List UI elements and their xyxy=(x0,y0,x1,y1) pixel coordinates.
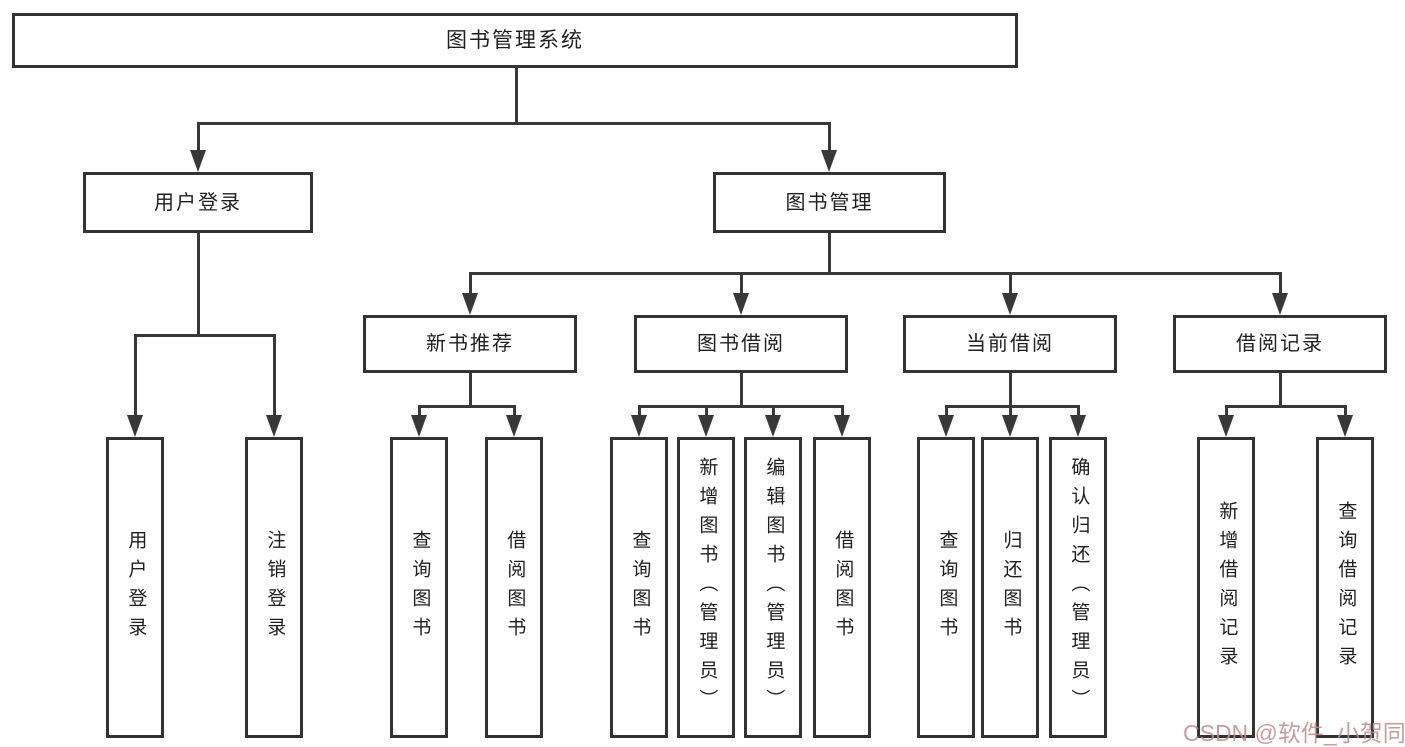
leaf-query-borrow-record: 查询借阅记录 xyxy=(1316,437,1374,738)
arrow-down xyxy=(1070,415,1086,437)
connector xyxy=(638,405,844,408)
arrow-down xyxy=(506,415,522,437)
node-book-management: 图书管理 xyxy=(713,172,946,233)
arrow-down xyxy=(1337,415,1353,437)
connector xyxy=(828,122,831,152)
connector xyxy=(1009,405,1012,419)
node-borrow-records: 借阅记录 xyxy=(1173,315,1387,373)
connector xyxy=(197,122,831,125)
arrow-down xyxy=(698,415,714,437)
connector xyxy=(1077,405,1080,419)
leaf-add-borrow-record: 新增借阅记录 xyxy=(1197,437,1255,738)
connector xyxy=(1009,272,1012,296)
connector xyxy=(828,233,831,274)
leaf-query-books-recommend: 查询图书 xyxy=(390,437,448,738)
connector xyxy=(740,372,743,407)
arrow-down xyxy=(1218,415,1234,437)
connector xyxy=(418,405,421,419)
arrow-down xyxy=(266,415,282,437)
connector xyxy=(841,405,844,419)
leaf-add-books-admin: 新增图书（管理员） xyxy=(677,437,735,738)
connector xyxy=(197,233,200,336)
arrow-down xyxy=(733,293,749,315)
connector xyxy=(705,405,708,419)
connector xyxy=(515,68,518,124)
arrow-down xyxy=(411,415,427,437)
arrow-down xyxy=(127,415,143,437)
arrow-down xyxy=(462,293,478,315)
arrow-down xyxy=(821,150,837,172)
connector xyxy=(1279,372,1282,407)
leaf-logout: 注销登录 xyxy=(245,437,303,738)
arrow-down xyxy=(631,415,647,437)
arrow-down xyxy=(765,415,781,437)
connector xyxy=(469,272,472,296)
node-current-borrowing: 当前借阅 xyxy=(903,315,1117,373)
node-book-borrowing: 图书借阅 xyxy=(634,315,848,373)
connector xyxy=(638,405,641,419)
connector xyxy=(740,272,743,296)
connector xyxy=(1225,405,1347,408)
leaf-return-books: 归还图书 xyxy=(981,437,1039,738)
connector xyxy=(197,122,200,152)
connector xyxy=(1009,372,1012,407)
leaf-query-books-current: 查询图书 xyxy=(917,437,975,738)
connector xyxy=(945,405,1080,408)
connector xyxy=(469,372,472,407)
connector xyxy=(513,405,516,419)
csdn-watermark: CSDN @软件_小贺同学 xyxy=(1183,720,1405,746)
connector xyxy=(1225,405,1228,419)
node-user-login: 用户登录 xyxy=(83,172,313,233)
arrow-down xyxy=(1002,293,1018,315)
connector xyxy=(418,405,516,408)
leaf-query-books-borrowing: 查询图书 xyxy=(610,437,668,738)
connector xyxy=(134,334,276,337)
arrow-down xyxy=(1002,415,1018,437)
node-new-book-recommend: 新书推荐 xyxy=(363,315,577,373)
connector xyxy=(469,272,1282,275)
arrow-down xyxy=(1272,293,1288,315)
leaf-edit-books-admin: 编辑图书（管理员） xyxy=(744,437,802,738)
connector xyxy=(1279,272,1282,296)
arrow-down xyxy=(190,150,206,172)
connector xyxy=(945,405,948,419)
connector xyxy=(273,334,276,418)
node-library-system: 图书管理系统 xyxy=(12,13,1018,68)
leaf-borrow-books-borrowing: 借阅图书 xyxy=(813,437,871,738)
arrow-down xyxy=(834,415,850,437)
arrow-down xyxy=(938,415,954,437)
leaf-confirm-return-admin: 确认归还（管理员） xyxy=(1049,437,1107,738)
connector xyxy=(1344,405,1347,419)
connector xyxy=(134,334,137,418)
connector xyxy=(772,405,775,419)
leaf-borrow-books-recommend: 借阅图书 xyxy=(485,437,543,738)
leaf-user-login: 用户登录 xyxy=(106,437,164,738)
